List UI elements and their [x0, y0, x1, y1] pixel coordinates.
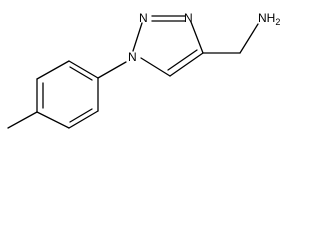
bond-c4-c5-a: [169, 52, 204, 77]
bond-c5-n1: [140, 57, 171, 77]
bond-n3-c4: [190, 21, 204, 54]
bond-ch2-n: [239, 23, 259, 54]
atom-amine-label: NH2: [258, 11, 280, 27]
molecule-structure: N N N NH2: [7, 11, 280, 129]
bond-ring-double-3: [69, 108, 93, 123]
bond-ring-c5-c6: [68, 110, 99, 129]
atom-n2-label: N: [139, 11, 148, 25]
bond-aryl-n1: [97, 61, 127, 79]
bond-methyl: [7, 111, 38, 129]
atom-amine-main: NH: [258, 11, 275, 25]
atom-n1-label: N: [128, 50, 137, 64]
bond-ring-c6-c1: [36, 111, 70, 129]
atom-n3-label: N: [184, 11, 193, 25]
bond-c4-c5-b: [167, 49, 198, 71]
bond-ring-c3-c4: [68, 60, 99, 79]
bond-ring-c2-c3: [36, 60, 70, 80]
triazole-ring: [132, 15, 204, 77]
benzene-ring: [36, 60, 99, 129]
bond-ring-double-2: [69, 66, 93, 81]
atom-amine-subscript: 2: [275, 17, 280, 27]
bond-n1-n2: [132, 22, 143, 52]
